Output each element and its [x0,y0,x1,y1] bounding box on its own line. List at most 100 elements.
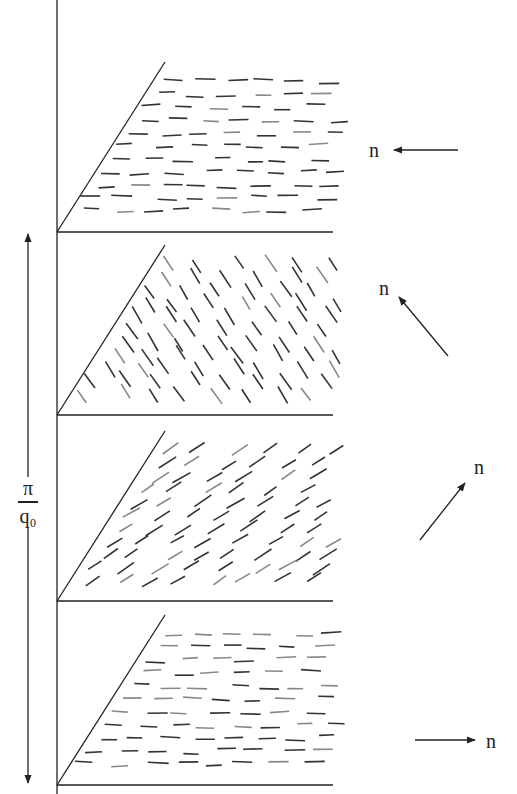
molecule-dash [316,500,330,508]
molecule-dash [304,347,314,361]
molecule-dash [164,324,174,338]
molecule-dash [259,737,276,739]
molecule-dash [224,308,234,325]
molecule-dash [321,374,332,389]
molecule-dash [116,143,132,145]
molecule-dash [247,647,266,649]
molecule-dash [111,194,132,197]
molecule-dash [210,108,229,110]
molecule-dash [187,198,203,200]
molecule-dash [314,336,325,352]
layer-base [57,600,333,601]
molecule-dash [126,323,138,339]
molecule-dash [164,184,183,186]
molecule-dash [268,161,285,162]
molecule-dash [122,336,134,352]
molecule-dash [232,761,252,763]
molecule-dash [235,256,244,269]
molecule-dash [194,495,211,507]
molecule-dash [173,207,189,209]
molecule-dash [321,632,341,633]
molecule-dash [141,725,158,727]
molecule-dash [301,670,321,671]
molecule-dash [196,727,214,729]
molecule-dash [123,697,142,699]
molecule-dash [179,761,198,763]
molecule-dash [261,727,280,729]
molecule-dash [307,283,315,296]
molecule-dash [148,333,158,351]
molecule-dash [296,552,311,562]
molecule-dash [321,685,338,687]
molecule-dash [189,443,205,453]
molecule-dash [127,737,143,739]
molecule-dash [297,723,312,725]
molecule-dash [224,644,242,646]
molecule-dash [245,283,255,299]
molecule-dash [186,184,204,186]
molecule-dash [158,199,177,201]
molecule-dash [232,534,248,543]
molecule-dash [173,161,194,163]
molecule-dash [284,92,303,94]
molecule-dash [195,78,215,80]
molecule-dash [168,551,182,560]
molecule-dash [295,185,313,187]
molecule-dash [282,470,296,480]
molecule-dash [284,511,299,519]
molecule-dash [217,187,237,189]
molecule-dash [173,386,184,401]
director-label: n [474,457,484,477]
molecule-dash [129,133,148,135]
molecule-dash [242,389,251,403]
molecule-dash [187,508,200,517]
molecule-dash [146,525,163,536]
molecule-dash [144,211,163,212]
molecule-dash [217,320,227,336]
molecule-dash [220,549,234,558]
molecule-dash [330,446,344,455]
molecule-dash [259,688,279,690]
molecule-dash [231,347,243,364]
molecule-dash [234,660,254,662]
molecule-dash [130,174,149,175]
director-arrow [394,149,458,150]
molecule-dash [301,485,316,493]
molecule-dash [162,272,171,286]
molecule-dash [184,456,199,465]
molecule-dash [121,384,130,398]
molecule-dash [328,722,345,724]
molecule-dash [278,387,288,404]
molecule-dash [80,195,100,197]
molecule-dash [307,573,321,582]
layer-base [57,231,333,232]
molecule-dash [210,712,230,714]
molecule-dash [134,683,149,685]
molecule-dash [252,322,262,336]
molecule-dash [329,258,337,271]
molecule-dash [218,336,228,350]
molecule-dash [292,267,302,283]
molecule-dash [154,697,172,699]
molecule-dash [309,143,329,144]
molecule-dash [297,306,307,321]
molecule-dash [106,362,115,378]
molecule-dash [237,169,254,171]
molecule-dash [152,472,169,483]
molecule-dash [210,283,219,297]
molecule-dash [245,700,261,702]
molecule-dash [223,633,241,635]
molecule-dash [159,457,176,468]
molecule-dash [191,308,200,323]
molecule-dash [216,95,236,97]
molecule-dash [277,656,297,659]
molecule-dash [219,375,230,390]
molecule-dash [220,270,231,287]
molecule-dash [146,157,164,159]
molecule-dash [203,345,213,360]
molecule-dash [191,268,200,283]
molecule-dash [175,525,191,535]
molecule-dash [224,737,243,739]
molecule-dash [142,120,159,122]
molecule-dash [307,103,326,105]
